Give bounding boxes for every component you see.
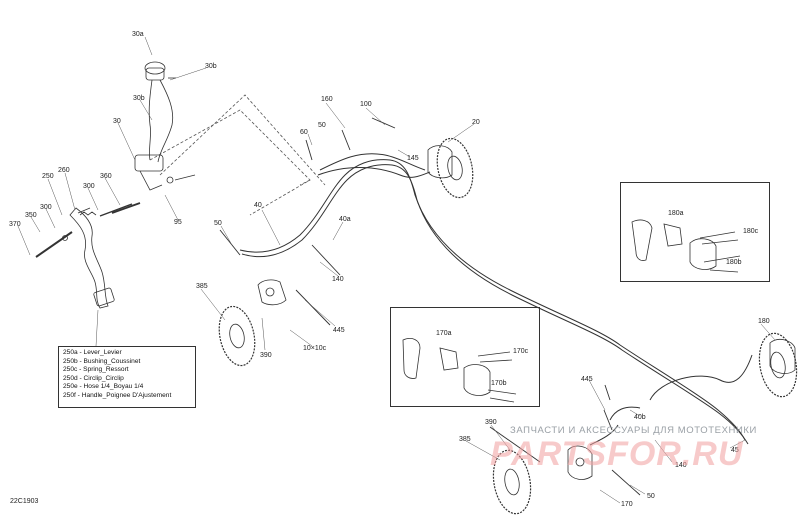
callout-170b: 170b xyxy=(491,380,507,387)
fasteners xyxy=(77,117,641,496)
legend-item: 250a - Lever_Levier xyxy=(63,349,122,356)
callout-95: 95 xyxy=(174,219,182,226)
callout-300a: 300 xyxy=(83,183,95,190)
callout-50c: 50 xyxy=(647,493,655,500)
callout-180a: 180a xyxy=(668,210,684,217)
legend-item: 250c - Spring_Ressort xyxy=(63,366,129,374)
callout-170c: 170c xyxy=(513,348,529,355)
callout-360: 360 xyxy=(100,173,112,180)
callout-160: 160 xyxy=(321,96,333,103)
callout-45: 45 xyxy=(731,447,739,454)
callout-385a: 385 xyxy=(196,283,208,290)
inset-caliper-kit-upper xyxy=(620,182,770,282)
brake-disc-rear-right xyxy=(758,332,798,398)
callout-385b: 385 xyxy=(459,436,471,443)
legend-item: 250b - Bushing_Coussinet xyxy=(63,357,141,365)
callout-250: 250 xyxy=(42,173,54,180)
callout-30a: 30a xyxy=(132,31,144,38)
callout-145: 145 xyxy=(407,155,419,162)
callout-260: 260 xyxy=(58,167,70,174)
callout-50b: 50 xyxy=(214,220,222,227)
caliper-kit-lower xyxy=(402,338,517,403)
legend-item: 250f - Handle_Poignee D'Ajustement xyxy=(63,391,172,399)
brake-disc-left xyxy=(218,305,256,367)
callout-180: 180 xyxy=(758,318,770,325)
leader-lines xyxy=(17,36,776,504)
caliper-kit-upper xyxy=(631,219,741,273)
callout-390b: 390 xyxy=(485,419,497,426)
watermark-caption: ЗАПЧАСТИ И АКСЕССУАРЫ ДЛЯ МОТОТЕХНИКИ xyxy=(510,425,757,436)
front-caliper-left xyxy=(257,279,287,306)
callout-350: 350 xyxy=(25,212,37,219)
callout-140: 140 xyxy=(332,276,344,283)
parts-legend: 250a - Lever_Levier 250b - Bushing_Couss… xyxy=(58,346,196,408)
brake-disc-bottom xyxy=(492,449,532,515)
callout-445b: 445 xyxy=(581,376,593,383)
callout-300b: 300 xyxy=(40,204,52,211)
master-cylinder-assembly xyxy=(134,61,196,191)
callout-180c: 180c xyxy=(743,228,759,235)
callout-140b: 140 xyxy=(675,462,687,469)
brake-pedal xyxy=(35,203,133,309)
caliper-top-right xyxy=(427,145,453,179)
diagram-code: 22C1903 xyxy=(10,498,39,505)
callout-10x10c: 10×10c xyxy=(303,345,327,352)
callout-170: 170 xyxy=(621,501,633,508)
callout-40b: 40b xyxy=(634,414,646,421)
callout-60: 60 xyxy=(300,129,308,136)
brake-lines xyxy=(239,153,753,446)
callout-30: 30 xyxy=(113,118,121,125)
callout-40a: 40a xyxy=(339,216,351,223)
callout-390a: 390 xyxy=(260,352,272,359)
callout-180b: 180b xyxy=(726,259,742,266)
caliper-rear-right xyxy=(769,338,796,374)
callout-100: 100 xyxy=(360,101,372,108)
watermark-logo: PARTSFOR.RU xyxy=(490,435,744,473)
callout-20: 20 xyxy=(472,119,480,126)
legend-item: 250e - Hose 1/4_Boyau 1/4 xyxy=(63,383,144,391)
callout-labels: 30a 30b 30b 30 95 260 250 300 360 300 35… xyxy=(9,31,770,508)
callout-40: 40 xyxy=(254,202,262,209)
callout-170a: 170a xyxy=(436,330,452,337)
callout-30b-top: 30b xyxy=(205,63,217,70)
legend-item: 250d - Circlip_Circlip xyxy=(63,374,124,382)
callout-50a: 50 xyxy=(318,122,326,129)
brake-disc-top-right xyxy=(436,137,474,199)
dashed-reference-lines xyxy=(149,94,326,216)
callout-30b: 30b xyxy=(133,95,145,102)
inset-caliper-kit-lower xyxy=(390,307,540,407)
caliper-bottom xyxy=(567,445,593,480)
callout-445a: 445 xyxy=(333,327,345,334)
callout-370: 370 xyxy=(9,221,21,228)
